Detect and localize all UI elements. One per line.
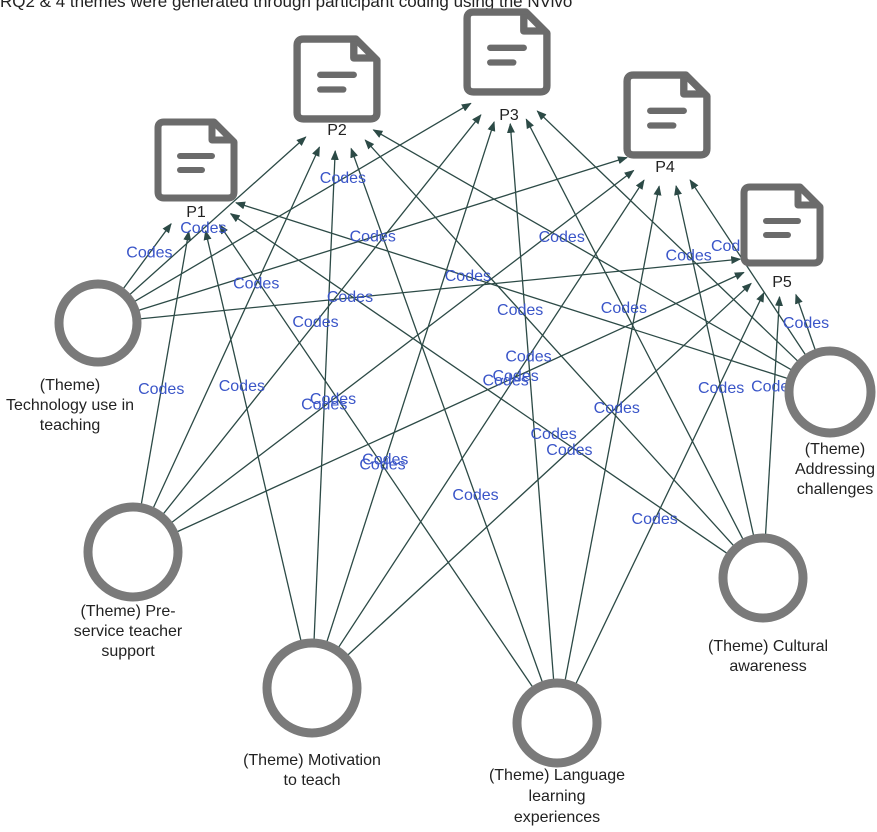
edge-code-label: Codes	[320, 170, 366, 187]
edge-t2-p4	[170, 169, 635, 524]
edge-code-label: Codes	[783, 315, 829, 332]
edge-t6-p3	[536, 110, 799, 363]
edge-code-label: Codes	[292, 314, 338, 331]
document-icon	[623, 71, 711, 159]
participant-label: P3	[499, 107, 519, 124]
edge-t4-p1	[218, 223, 534, 688]
participant-node-p4[interactable]	[623, 71, 711, 159]
edge-code-label: Codes	[594, 400, 640, 417]
edge-t1-p1	[122, 223, 172, 290]
edge-code-label: Codes	[219, 378, 265, 395]
edge-code-label: Codes	[362, 451, 408, 468]
edge-code-label: Codes	[530, 426, 576, 443]
edge-t4-p4	[564, 185, 662, 681]
edge-t2-p2	[152, 146, 321, 509]
document-icon	[293, 35, 381, 123]
edge-code-label: Codes	[497, 302, 543, 319]
edge-t1-p2	[128, 136, 307, 296]
edge-t3-p4	[337, 179, 645, 649]
edge-code-label: Codes	[632, 511, 678, 528]
participant-label: P2	[327, 122, 347, 139]
edge-code-label: Codes	[138, 381, 184, 398]
edge-code-label: Codes	[359, 457, 405, 474]
edge-t3-p1	[203, 229, 302, 642]
document-icon	[463, 8, 551, 96]
edge-code-label: Codes	[539, 229, 585, 246]
participant-node-p1[interactable]	[154, 118, 238, 202]
edge-code-label: Codes	[310, 391, 356, 408]
participant-label: P1	[186, 204, 206, 221]
theme-node-t6[interactable]	[784, 346, 876, 438]
edge-code-label: Codes	[350, 228, 396, 245]
edge-t4-p5	[575, 291, 765, 685]
edge-t5-p2	[364, 139, 735, 547]
theme-node-t3[interactable]	[262, 638, 362, 738]
edge-code-label: Codes	[666, 248, 712, 265]
figure-caption: RQ2 & 4 themes were generated through pa…	[0, 0, 573, 11]
edge-code-label: Codes	[698, 380, 744, 397]
edge-t2-p1	[140, 230, 192, 505]
edge-t5-p4	[674, 185, 755, 537]
edge-t1-p3	[133, 102, 472, 303]
edge-t5-p5	[764, 295, 783, 536]
edge-code-label: Codes	[492, 368, 538, 385]
theme-node-t1[interactable]	[54, 279, 142, 367]
document-icon	[154, 118, 238, 202]
edge-t6-p2	[372, 129, 793, 371]
edge-t4-p2	[350, 147, 544, 683]
edge-code-label: Codes	[445, 268, 491, 285]
edge-code-label: Codes	[180, 220, 226, 237]
edge-code-label: Codes	[601, 300, 647, 317]
participant-label: P5	[772, 274, 792, 291]
edge-layer	[122, 102, 817, 688]
edge-t2-p3	[162, 114, 482, 515]
participant-node-p3[interactable]	[463, 8, 551, 96]
edge-t3-p5	[346, 282, 752, 656]
edge-t5-p1	[229, 213, 728, 555]
edge-t3-p2	[313, 149, 339, 641]
edge-code-label: Codes	[233, 276, 279, 293]
edge-t6-p1	[235, 201, 789, 380]
participant-node-p5[interactable]	[740, 183, 824, 267]
edge-code-label: Codes	[452, 487, 498, 504]
edge-t4-p3	[506, 122, 555, 681]
edge-t3-p3	[326, 121, 496, 643]
edge-code-label: Codes	[482, 373, 528, 390]
edge-t1-p4	[137, 156, 628, 312]
participant-node-p2[interactable]	[293, 35, 381, 123]
theme-node-t4[interactable]	[512, 678, 602, 768]
edge-code-label: Codes	[505, 349, 551, 366]
edge-code-label: Codes	[301, 397, 347, 414]
edge-code-label: Codes	[126, 244, 172, 261]
edge-t6-p5	[795, 293, 817, 351]
edge-t6-p4	[689, 179, 807, 356]
theme-node-t2[interactable]	[83, 502, 183, 602]
theme-node-t5[interactable]	[718, 533, 808, 623]
participant-label: P4	[655, 159, 675, 176]
edge-t2-p5	[176, 271, 745, 533]
edge-code-label: Codes	[546, 442, 592, 459]
edge-label-layer: CodesCodesCodesCodesCodesCodesCodesCodes…	[126, 170, 829, 528]
edge-code-label: Codes	[327, 289, 373, 306]
document-icon	[740, 183, 824, 267]
